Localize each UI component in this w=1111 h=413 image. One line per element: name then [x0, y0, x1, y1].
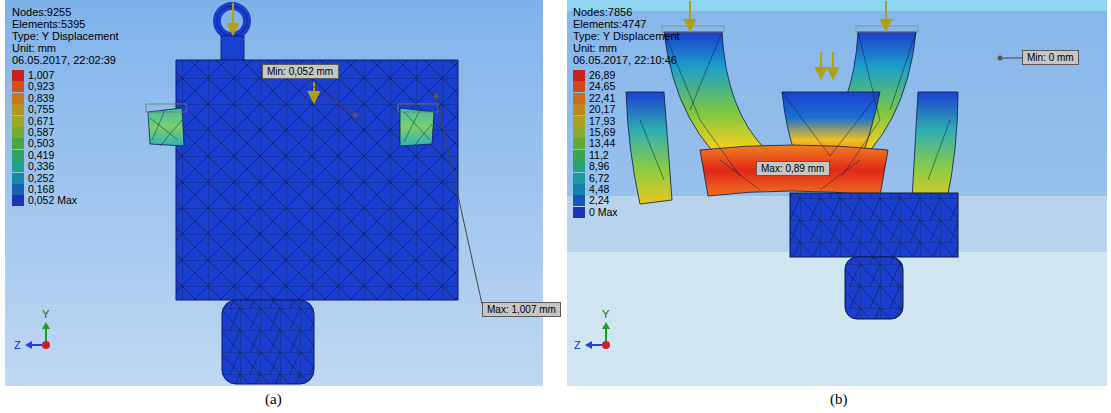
legend-swatch — [573, 70, 585, 81]
legend-swatch — [573, 93, 585, 104]
legend-value: 0,755 — [28, 103, 54, 115]
axis-label: Y — [42, 308, 49, 320]
legend-value: 0,052 Max — [28, 194, 77, 206]
legend-value: 24,65 — [589, 80, 615, 92]
panel-caption: (b) — [830, 391, 848, 408]
callout-box: Max: 1,007 mm — [482, 302, 561, 317]
legend-value: 1,007 — [28, 69, 54, 81]
legend-value: 13,44 — [589, 137, 615, 149]
legend-swatch — [12, 81, 24, 92]
callout-box: Min: 0,052 mm — [262, 64, 339, 79]
legend-value: 17,93 — [589, 115, 615, 127]
info-text: Unit: mm — [12, 42, 56, 54]
legend-value: 8,96 — [589, 160, 609, 172]
legend-value: 0,252 — [28, 172, 54, 184]
legend-swatch — [12, 104, 24, 115]
legend-value: 0,587 — [28, 126, 54, 138]
info-text: Type: Y Displacement — [12, 30, 119, 42]
legend-swatch — [573, 138, 585, 149]
legend-value: 0,839 — [28, 92, 54, 104]
legend-swatch — [573, 150, 585, 161]
callout-box: Min: 0 mm — [1022, 50, 1079, 65]
panel-caption: (a) — [265, 391, 282, 408]
legend-swatch — [12, 173, 24, 184]
legend-swatch — [573, 195, 585, 206]
legend-value: 0,503 — [28, 137, 54, 149]
axis-label: Y — [602, 308, 609, 320]
legend-value: 6,72 — [589, 172, 609, 184]
legend-swatch — [12, 150, 24, 161]
legend-swatch — [12, 184, 24, 195]
legend-value: 0 Max — [589, 206, 618, 218]
legend-swatch — [12, 138, 24, 149]
legend-value: 0,419 — [28, 149, 54, 161]
legend-swatch — [573, 173, 585, 184]
legend-swatch — [573, 81, 585, 92]
legend-swatch — [12, 161, 24, 172]
legend-value: 0,168 — [28, 183, 54, 195]
legend-swatch — [573, 207, 585, 218]
callout-text: Min: 0,052 mm — [267, 66, 333, 77]
legend-swatch — [12, 116, 24, 127]
legend-value: 26,89 — [589, 69, 615, 81]
legend-swatch — [573, 104, 585, 115]
legend-value: 11,2 — [589, 149, 609, 161]
info-text: Type: Y Displacement — [573, 30, 680, 42]
legend-swatch — [573, 127, 585, 138]
callout-text: Max: 0,89 mm — [761, 163, 824, 174]
legend-swatch — [12, 127, 24, 138]
legend-value: 0,336 — [28, 160, 54, 172]
legend-value: 0,671 — [28, 115, 54, 127]
legend-swatch — [12, 70, 24, 81]
legend-value: 2,24 — [589, 194, 609, 206]
info-text: 06.05.2017, 22:10:46 — [573, 54, 677, 66]
legend-swatch — [12, 93, 24, 104]
legend-swatch — [573, 161, 585, 172]
info-text: Unit: mm — [573, 42, 617, 54]
legend-value: 20,17 — [589, 103, 615, 115]
info-text: Nodes:9255 — [12, 6, 71, 18]
legend-swatch — [12, 195, 24, 206]
callout-text: Max: 1,007 mm — [487, 304, 556, 315]
legend-value: 0,923 — [28, 80, 54, 92]
legend-value: 22,41 — [589, 92, 615, 104]
legend-value: 4,48 — [589, 183, 609, 195]
callout-text: Min: 0 mm — [1027, 52, 1074, 63]
info-text: Elements:5395 — [12, 18, 85, 30]
info-text: Elements:4747 — [573, 18, 646, 30]
axis-label: Z — [574, 339, 581, 351]
info-text: 06.05.2017, 22:02:39 — [12, 54, 116, 66]
legend-swatch — [573, 184, 585, 195]
callout-box: Max: 0,89 mm — [756, 161, 830, 176]
axis-label: Z — [14, 339, 21, 351]
legend-value: 15,69 — [589, 126, 615, 138]
info-text: Nodes:7856 — [573, 6, 632, 18]
legend-swatch — [573, 116, 585, 127]
